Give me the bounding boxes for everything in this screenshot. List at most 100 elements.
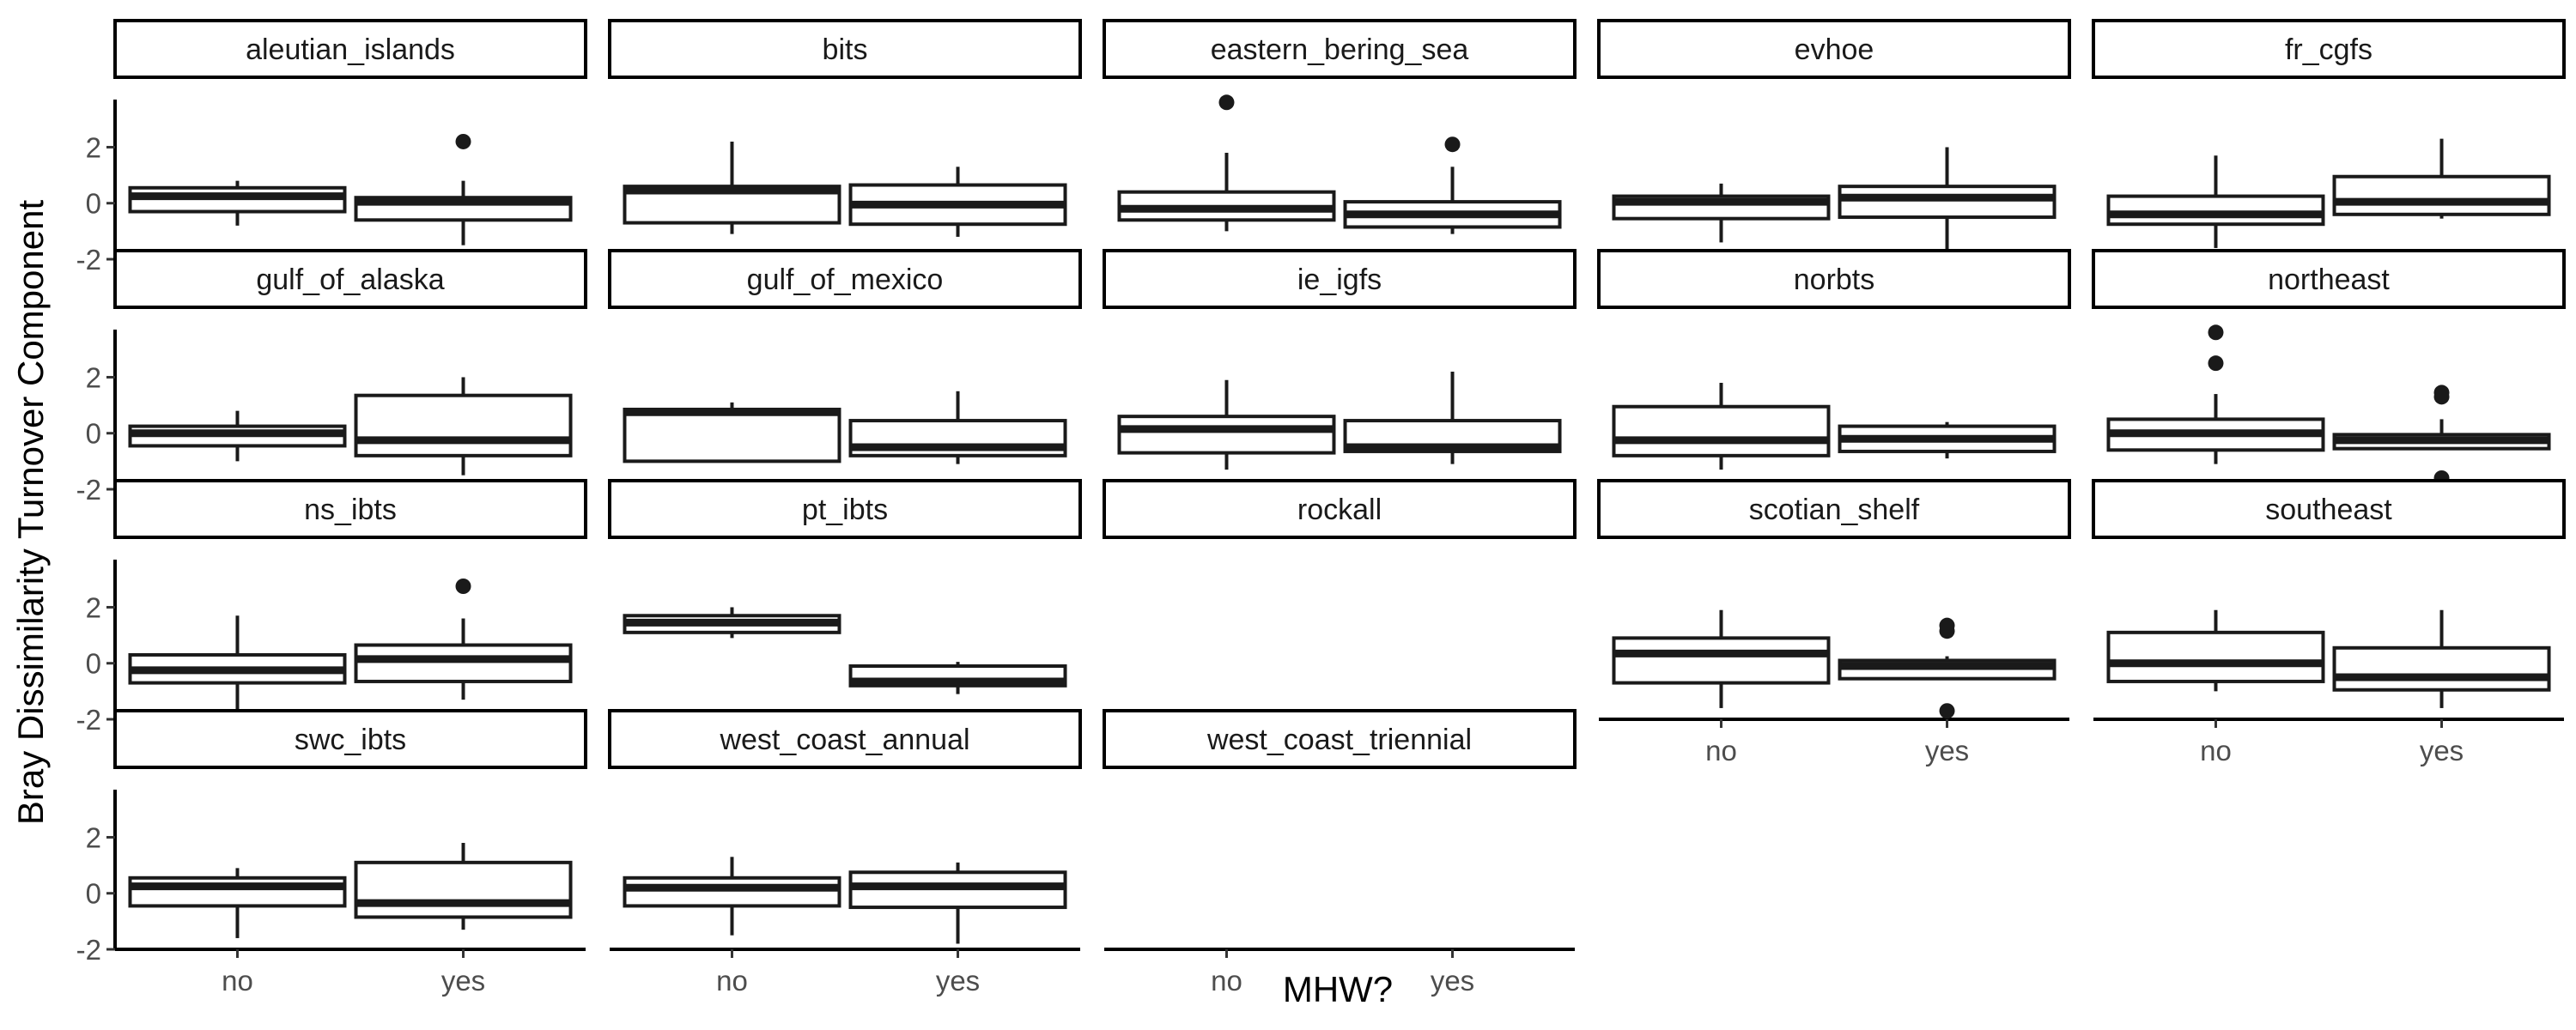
y-tick-label: -2: [76, 474, 101, 506]
box-iqr: [623, 876, 841, 908]
boxplot-yes: [354, 133, 573, 245]
boxplot-no: [623, 607, 841, 639]
box-iqr: [1117, 415, 1336, 455]
boxplot-yes: [1343, 371, 1562, 464]
facet-strip: [2092, 19, 2566, 79]
outlier-point: [2208, 355, 2224, 372]
facet-evhoe: evhoe: [1597, 19, 2071, 254]
facet-gulf_of_alaska: gulf_of_alaska-202: [76, 249, 587, 506]
outlier-point: [2433, 385, 2450, 401]
box-iqr: [2106, 630, 2325, 683]
boxplot-yes: [354, 843, 573, 930]
y-tick-label: 2: [86, 591, 101, 623]
box-iqr: [1612, 404, 1831, 457]
facet-pt_ibts: pt_ibts: [608, 479, 1082, 694]
facet-strip-label: west_coast_triennial: [1206, 724, 1472, 756]
y-axis-title: Bray Dissimilarity Turnover Component: [10, 200, 51, 826]
facet-strip-label: ns_ibts: [304, 494, 397, 526]
boxplot-no: [2106, 155, 2325, 248]
boxplot-yes: [848, 862, 1067, 944]
facet-fr_cgfs: fr_cgfs: [2092, 19, 2566, 248]
facet-strip-label: aleutian_islands: [246, 33, 455, 66]
boxplot-no: [128, 868, 347, 938]
box-iqr: [128, 876, 347, 908]
facet-southeast: southeast no yes: [2092, 479, 2566, 766]
boxplot-yes: [1838, 421, 2057, 459]
facet-strip: [608, 709, 1082, 769]
x-tick-label: no: [716, 965, 748, 997]
facet-strip: [113, 249, 587, 309]
facet-strip: [1597, 479, 2071, 539]
y-tick-label: 0: [86, 648, 101, 680]
x-tick-label: yes: [1431, 965, 1474, 997]
facet-strip-label: norbts: [1794, 264, 1875, 296]
box-iqr: [354, 860, 573, 919]
boxplot-no: [623, 402, 841, 464]
y-tick-label: 2: [86, 131, 101, 163]
box-iqr: [623, 408, 841, 464]
box-iqr: [2332, 645, 2551, 692]
facet-eastern_bering_sea: eastern_bering_sea: [1103, 19, 1577, 234]
y-tick-label: 0: [86, 878, 101, 910]
outlier-point: [455, 579, 471, 594]
boxplot-yes: [848, 662, 1067, 694]
boxplot-no: [623, 857, 841, 936]
box-iqr: [1612, 636, 1831, 685]
facet-gulf_of_mexico: gulf_of_mexico: [608, 249, 1082, 464]
x-tick-label: yes: [1925, 735, 1969, 766]
facet-strip: [1597, 19, 2071, 79]
facet-strip: [2092, 249, 2566, 309]
box-iqr: [1838, 185, 2057, 220]
boxplot-yes: [848, 391, 1067, 464]
outlier-point: [1444, 136, 1461, 153]
facet-strip-label: southeast: [2265, 494, 2392, 526]
facet-strip: [1103, 249, 1577, 309]
box-iqr: [354, 643, 573, 683]
x-tick-label: yes: [936, 965, 980, 997]
facet-strip: [608, 19, 1082, 79]
facet-ns_ibts: ns_ibts -2 0 2: [76, 479, 587, 736]
facet-bits: bits: [608, 19, 1082, 237]
x-tick-label: no: [222, 965, 253, 997]
boxplot-no: [128, 180, 347, 226]
facet-strip: [1103, 19, 1577, 79]
facet-strip: [1103, 479, 1577, 539]
outlier-point: [1218, 94, 1235, 111]
boxplot-no: [1117, 379, 1336, 470]
facet-strip-label: ie_igfs: [1297, 264, 1382, 296]
x-tick-label: yes: [2420, 735, 2464, 766]
outlier-point: [2208, 324, 2224, 341]
outlier-point: [1939, 617, 1955, 633]
facet-strip: [608, 249, 1082, 309]
y-tick-label: -2: [76, 704, 101, 736]
facet-strip-label: west_coast_annual: [719, 724, 969, 756]
y-tick-label: -2: [76, 934, 101, 966]
facet-strip: [113, 479, 587, 539]
facet-strip-label: fr_cgfs: [2285, 33, 2372, 66]
boxplot-no: [623, 141, 841, 234]
outlier-point: [455, 133, 471, 149]
facet-strip-label: scotian_shelf: [1749, 494, 1920, 526]
facet-strip: [608, 479, 1082, 539]
x-tick-label: no: [2200, 735, 2232, 766]
boxplot-yes: [354, 579, 573, 700]
boxplot-yes: [848, 167, 1067, 237]
boxplot-yes: [2332, 385, 2551, 486]
facet-strip-label: gulf_of_mexico: [747, 264, 944, 296]
boxplot-yes: [2332, 609, 2551, 708]
facet-northeast: northeast: [2092, 249, 2566, 486]
boxplot-yes: [1343, 136, 1562, 234]
box-iqr: [2332, 174, 2551, 216]
box-iqr: [2106, 194, 2325, 227]
boxplot-no: [128, 615, 347, 714]
boxplot-yes: [1838, 617, 2057, 719]
facet-strip-label: rockall: [1297, 494, 1382, 526]
y-tick-label: 2: [86, 821, 101, 853]
facet-strip-label: gulf_of_alaska: [256, 264, 444, 296]
